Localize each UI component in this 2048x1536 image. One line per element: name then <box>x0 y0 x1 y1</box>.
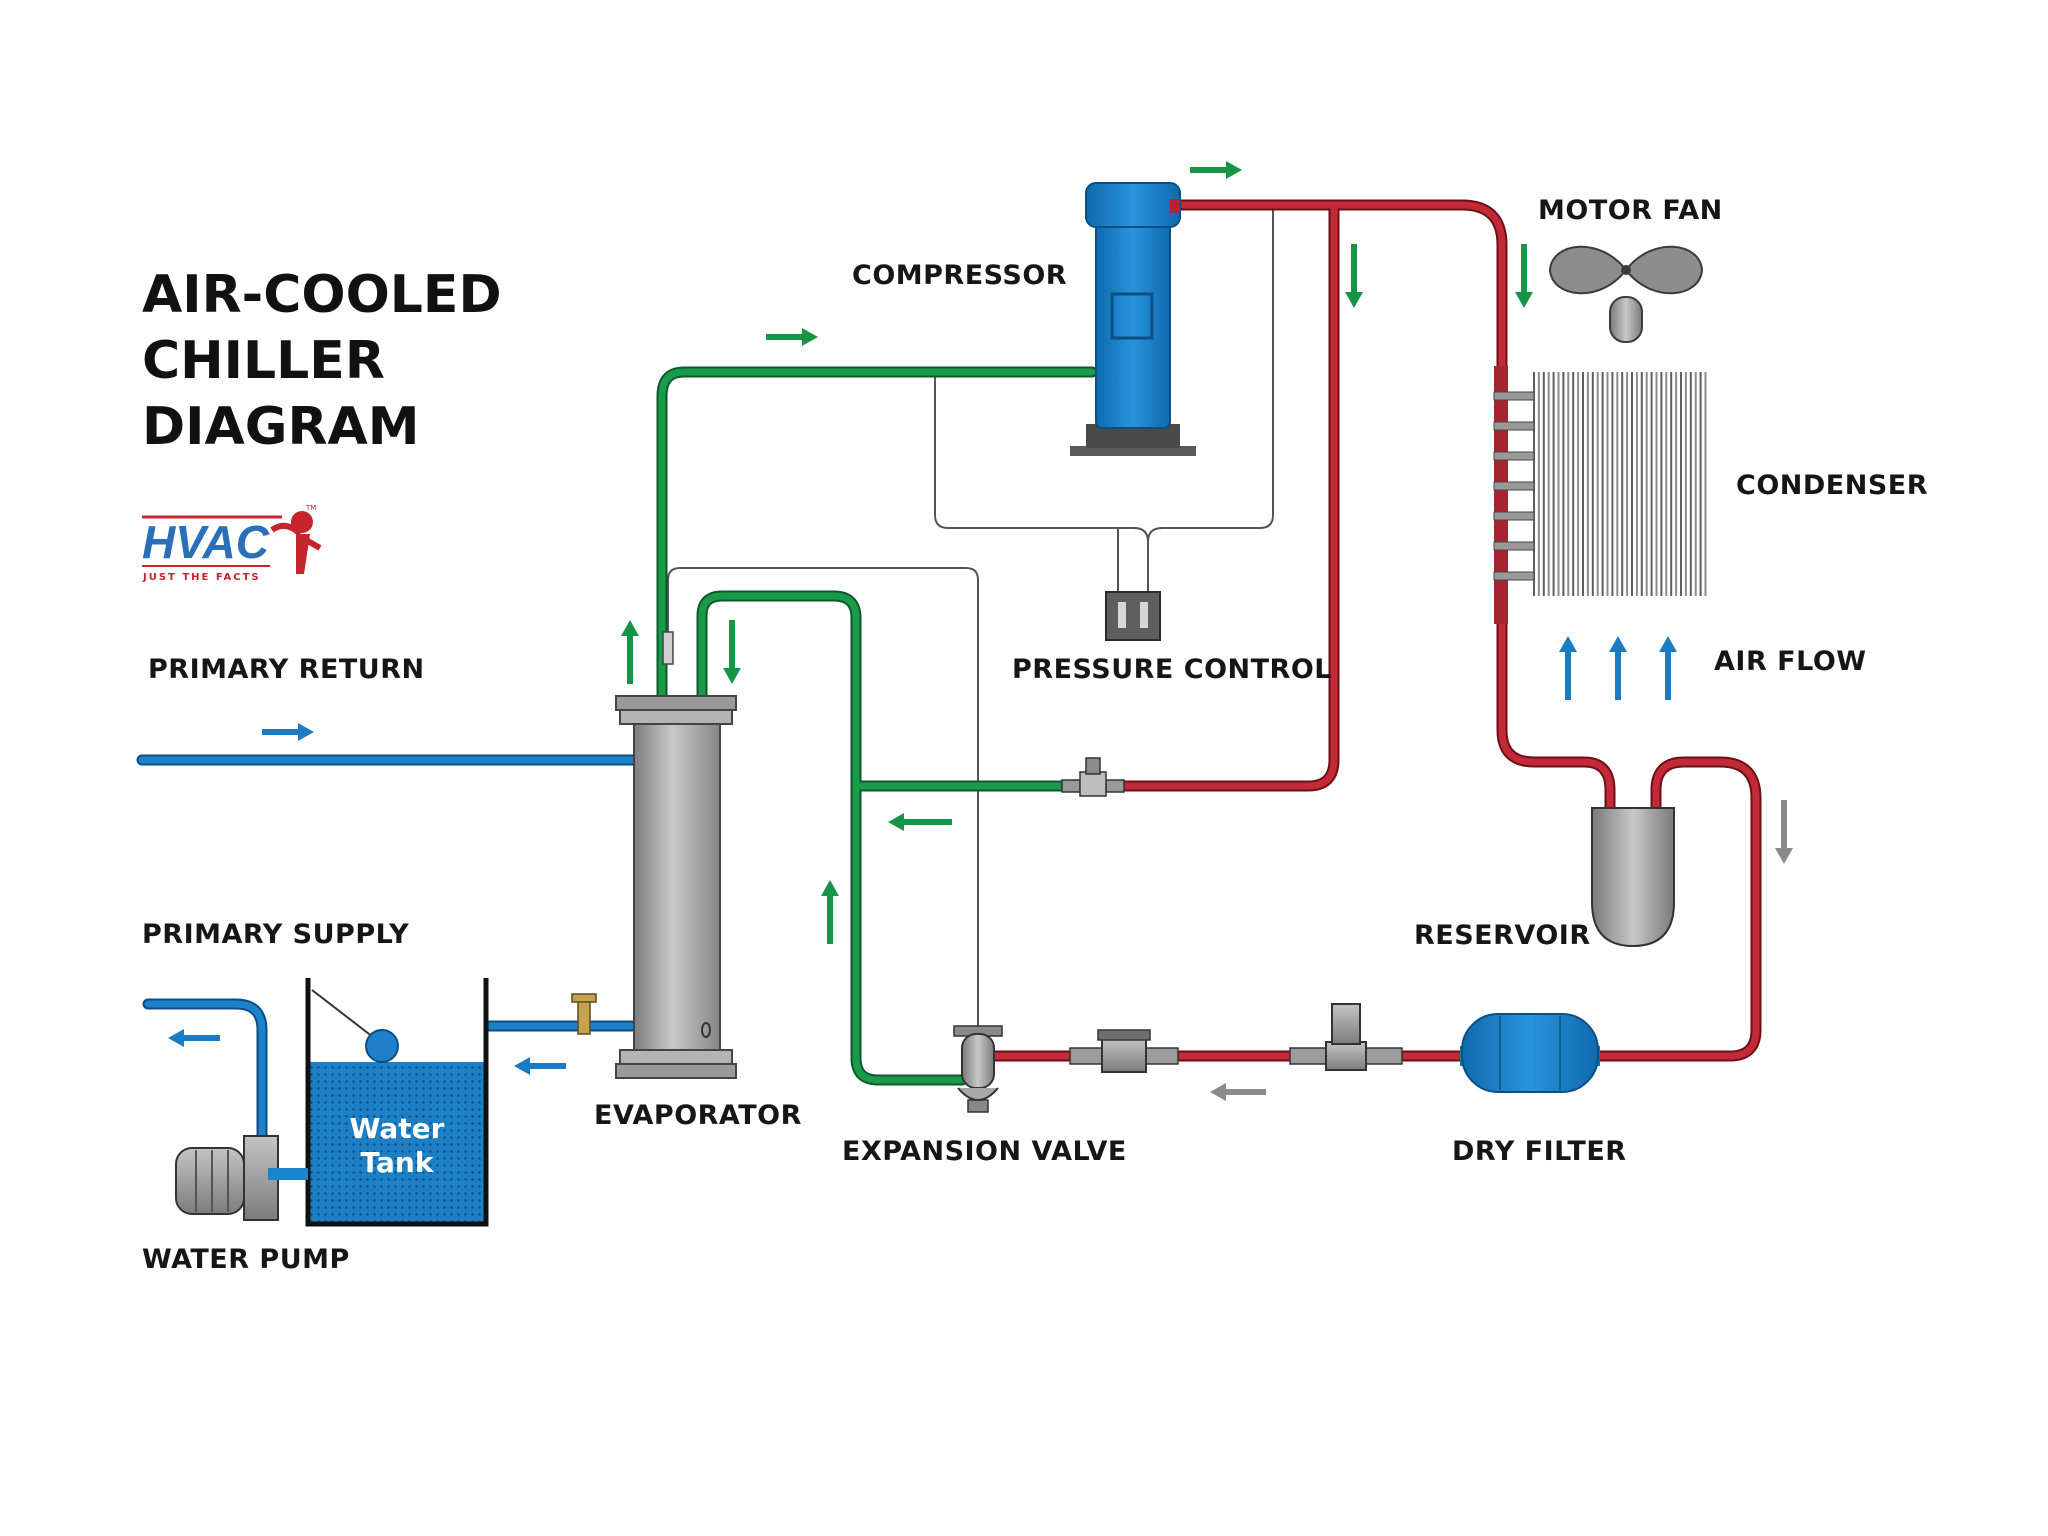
logo-text: HVAC <box>142 516 270 568</box>
arrow-gray-left <box>1210 1083 1266 1101</box>
water-tank: Water Tank <box>305 978 489 1227</box>
condenser-header-pipe <box>1494 366 1508 624</box>
condenser-coil-tube <box>1493 571 1535 581</box>
flow-arrows <box>168 161 1793 1101</box>
label-evaporator: EVAPORATOR <box>594 1100 802 1131</box>
arrow-suction <box>766 328 818 346</box>
arrow-primary-return <box>262 723 314 741</box>
tank-inlet-valve-icon <box>571 993 597 1035</box>
arrow-tank-return <box>514 1057 566 1075</box>
cold-refrigerant-lines <box>656 366 1098 1086</box>
arrow-gray-down <box>1775 800 1793 864</box>
expansion-valve-icon <box>953 1025 1003 1113</box>
arrow-liquid-left <box>888 813 952 831</box>
arrow-liquid-up <box>821 880 839 944</box>
label-reservoir: RESERVOIR <box>1414 920 1591 951</box>
label-expansion-valve: EXPANSION VALVE <box>842 1136 1127 1167</box>
pump-icon <box>175 1135 308 1221</box>
water-lines <box>136 754 640 1146</box>
condenser-coil-tube <box>1493 511 1535 521</box>
compressor-icon <box>1070 182 1196 456</box>
label-air-flow: AIR FLOW <box>1714 646 1867 677</box>
sight-glass-icon <box>1069 1029 1179 1073</box>
arrow-discharge <box>1190 161 1242 179</box>
condenser-coil-tube <box>1493 541 1535 551</box>
fan-icon <box>1548 245 1704 343</box>
label-compressor: COMPRESSOR <box>852 260 1067 291</box>
arrow-airflow-1 <box>1559 636 1577 700</box>
title-line-1: AIR-COOLED <box>142 265 502 325</box>
water-tank-label-line-1: Water <box>350 1112 445 1145</box>
arrow-condenser-down <box>1515 244 1533 308</box>
reservoir-icon <box>1591 807 1675 948</box>
condenser-coil-tube <box>1493 451 1535 461</box>
solenoid-valve-icon <box>1289 1003 1403 1071</box>
label-motor-fan: MOTOR FAN <box>1538 195 1723 226</box>
arrow-bypass-down <box>1345 244 1363 308</box>
diagram-title: AIR-COOLED CHILLER DIAGRAM <box>142 265 502 457</box>
arrow-airflow-2 <box>1609 636 1627 700</box>
hvac-logo: HVAC JUST THE FACTS TM <box>142 504 322 583</box>
logo-tagline: JUST THE FACTS <box>142 572 261 583</box>
condenser <box>1493 366 1707 624</box>
arrow-primary-supply <box>168 1029 220 1047</box>
hot-refrigerant-lines <box>984 199 1762 1062</box>
title-line-2: CHILLER <box>142 331 385 391</box>
logo-figure-icon <box>270 511 322 574</box>
condenser-coil-tube <box>1493 421 1535 431</box>
component-labels: COMPRESSOR MOTOR FAN CONDENSER AIR FLOW … <box>142 195 1928 1275</box>
label-water-pump: WATER PUMP <box>142 1244 350 1275</box>
dry-filter-icon <box>1460 1013 1600 1093</box>
solenoid-fitting-icon <box>1061 757 1125 797</box>
pressure-control-icon <box>1105 591 1161 641</box>
arrow-airflow-3 <box>1659 636 1677 700</box>
evaporator-icon <box>615 631 737 1079</box>
label-condenser: CONDENSER <box>1736 470 1928 501</box>
label-pressure-control: PRESSURE CONTROL <box>1012 654 1332 685</box>
water-tank-label-line-2: Tank <box>361 1146 435 1179</box>
title-line-3: DIAGRAM <box>142 397 419 457</box>
condenser-coil-tube <box>1493 391 1535 401</box>
label-dry-filter: DRY FILTER <box>1452 1136 1627 1167</box>
label-primary-supply: PRIMARY SUPPLY <box>142 919 409 950</box>
arrow-evap-out-up <box>621 620 639 684</box>
logo-trademark: TM <box>305 504 316 512</box>
condenser-coil-tube <box>1493 481 1535 491</box>
control-lines <box>667 208 1274 1028</box>
label-primary-return: PRIMARY RETURN <box>148 654 425 685</box>
arrow-evap-in-down <box>723 620 741 684</box>
